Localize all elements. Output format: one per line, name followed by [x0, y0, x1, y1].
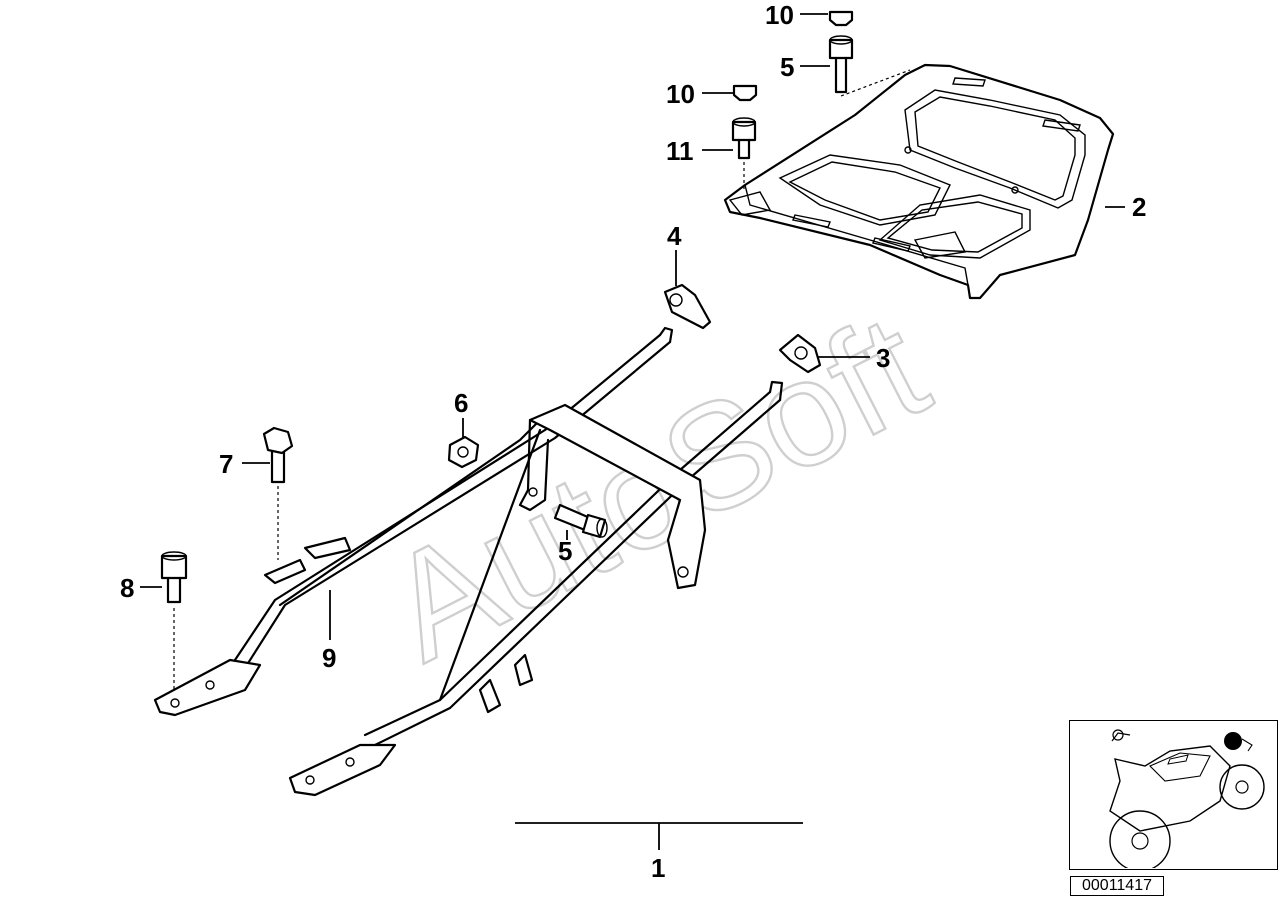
cap-part-10-top	[828, 10, 854, 27]
hex-bolt-part-7	[262, 426, 294, 560]
callout-10-left: 10	[666, 79, 695, 109]
callout-1: 1	[651, 853, 665, 883]
rear-frame-part-1	[153, 326, 784, 797]
leader-lines	[140, 13, 1125, 850]
motorcycle-locator-icon	[1069, 720, 1278, 872]
rubber-pad-part-3	[778, 333, 822, 374]
motorcycle-outline-icon	[1109, 729, 1265, 872]
callout-11: 11	[666, 136, 694, 166]
bolt-part-5-top	[828, 35, 911, 97]
callout-2: 2	[1132, 192, 1146, 222]
bolt-part-11	[731, 117, 757, 192]
callout-5-top: 5	[780, 52, 794, 82]
bolt-part-5-middle	[553, 503, 608, 539]
nut-part-6	[447, 435, 480, 469]
socket-bolt-part-8	[160, 551, 188, 690]
callout-8: 8	[120, 573, 134, 603]
cap-part-10-left	[732, 84, 758, 102]
callout-7: 7	[219, 449, 233, 479]
callout-6: 6	[454, 388, 468, 418]
luggage-rack-part-2	[723, 63, 1115, 300]
callout-10-top: 10	[765, 0, 794, 30]
rubber-pad-part-4	[663, 283, 712, 330]
callout-9: 9	[322, 643, 336, 673]
reference-number: 00011417	[1070, 876, 1164, 896]
callout-5-middle: 5	[558, 536, 572, 566]
callout-4: 4	[667, 221, 682, 251]
callout-3: 3	[876, 343, 890, 373]
callout-labels: 10 5 10 11 2 4 3 6 7 5 8 9 1	[120, 0, 1146, 883]
